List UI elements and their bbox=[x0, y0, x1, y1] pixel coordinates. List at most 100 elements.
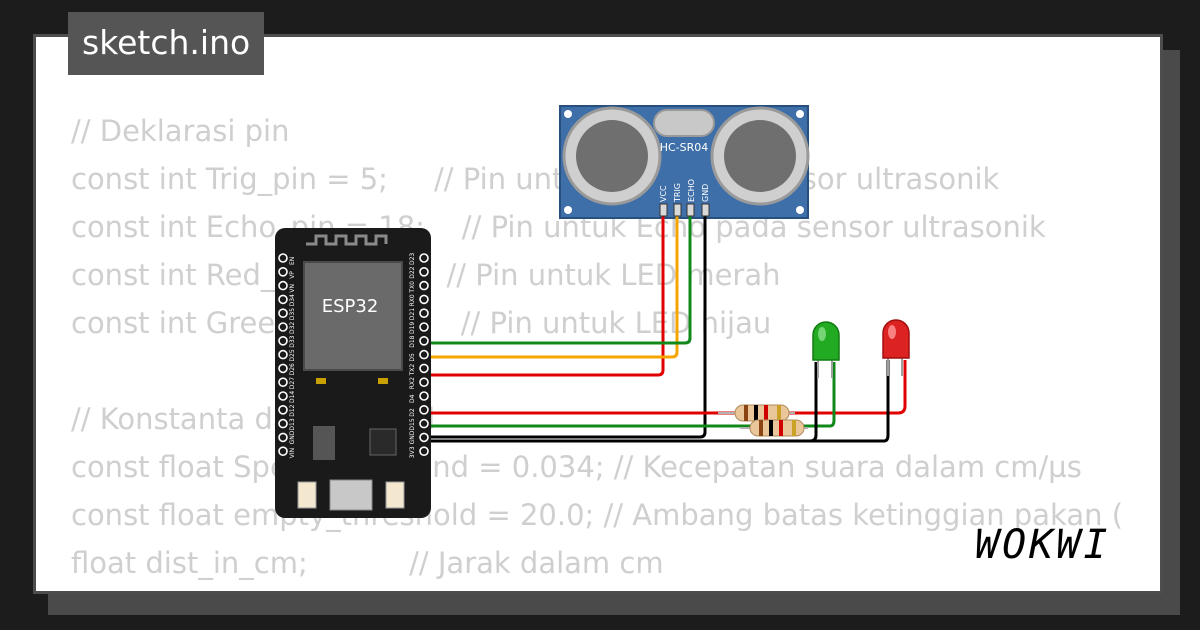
esp32-pin-label: D15 bbox=[409, 418, 416, 430]
esp32-pin-label: EN bbox=[289, 257, 296, 265]
esp32-pin-hole[interactable] bbox=[278, 335, 288, 346]
sensor-pin-label: TRIG bbox=[673, 183, 682, 203]
sketch-tab[interactable]: sketch.ino bbox=[68, 12, 265, 75]
esp32-pin-hole[interactable] bbox=[419, 253, 429, 263]
esp32-board[interactable]: ESP32 ENVPVND34D35D32D33D25D26D27D14D12D… bbox=[275, 228, 431, 518]
wire-gnd[interactable] bbox=[428, 208, 707, 439]
esp32-pin-hole[interactable] bbox=[419, 280, 429, 291]
red-led[interactable] bbox=[882, 319, 910, 376]
esp32-pin-label: D32 bbox=[289, 322, 296, 334]
antenna-trace bbox=[306, 234, 388, 246]
hc-sr04-sensor[interactable]: HC-SR04 VCC TRIG ECHO GND bbox=[559, 105, 810, 219]
esp32-pin-label: D34 bbox=[289, 294, 296, 306]
smd-component bbox=[316, 378, 326, 384]
esp32-pin-hole[interactable] bbox=[419, 294, 429, 305]
esp32-pin-hole[interactable] bbox=[278, 322, 288, 332]
esp32-pin-label: RX0 bbox=[409, 294, 416, 306]
esp32-pin-hole[interactable] bbox=[419, 404, 429, 415]
esp32-pin-hole[interactable] bbox=[278, 349, 288, 360]
usb-chip bbox=[369, 428, 397, 456]
esp32-pin-hole[interactable] bbox=[419, 377, 429, 388]
esp32-pin-hole[interactable] bbox=[419, 308, 429, 319]
transducer-right-mesh bbox=[724, 120, 796, 192]
esp32-pin-hole[interactable] bbox=[419, 322, 429, 332]
esp32-pin-label: D27 bbox=[289, 377, 296, 389]
esp32-pin-label: D19 bbox=[409, 322, 416, 334]
esp32-pin-hole[interactable] bbox=[278, 432, 288, 443]
esp32-pin-label: D2 bbox=[409, 408, 416, 417]
wire-gnd-green-led[interactable] bbox=[428, 362, 818, 443]
esp32-module bbox=[303, 261, 403, 371]
esp32-pin-label: TX0 bbox=[409, 281, 416, 294]
esp32-pin-hole[interactable] bbox=[278, 404, 288, 415]
esp32-pin-hole[interactable] bbox=[278, 363, 288, 374]
esp32-pin-label: D23 bbox=[409, 253, 416, 265]
esp32-pin-label: D35 bbox=[289, 308, 296, 320]
sensor-header-pin bbox=[659, 203, 668, 217]
esp32-pin-hole[interactable] bbox=[419, 266, 429, 277]
esp32-pin-label: 3V3 bbox=[409, 446, 416, 458]
wire-gnd-red-led[interactable] bbox=[428, 360, 890, 443]
esp32-pin-hole[interactable] bbox=[419, 432, 429, 443]
esp32-pin-hole[interactable] bbox=[278, 280, 288, 291]
esp32-pin-hole[interactable] bbox=[419, 363, 429, 374]
resistor-band bbox=[792, 420, 796, 436]
wire-vcc[interactable] bbox=[428, 208, 665, 377]
sensor-pin-label: GND bbox=[701, 184, 710, 202]
sensor-header-pin bbox=[673, 203, 682, 217]
esp32-pin-label: TX2 bbox=[409, 364, 416, 377]
esp32-pin-hole[interactable] bbox=[278, 308, 288, 319]
esp32-pin-hole[interactable] bbox=[419, 391, 429, 401]
wire-red-resistor[interactable] bbox=[788, 360, 907, 415]
esp32-pin-hole[interactable] bbox=[419, 335, 429, 346]
esp32-pin-label: D22 bbox=[409, 266, 416, 278]
esp32-pin-label: D26 bbox=[289, 363, 296, 375]
esp32-pin-hole[interactable] bbox=[278, 418, 288, 429]
sensor-pin-label: VCC bbox=[659, 185, 668, 202]
resistor-1[interactable] bbox=[718, 404, 795, 422]
sensor-header-pin bbox=[686, 203, 695, 217]
green-led[interactable] bbox=[812, 321, 840, 378]
esp32-pin-hole[interactable] bbox=[278, 253, 288, 263]
transducer-left-mesh bbox=[576, 120, 648, 192]
esp32-pin-label: D13 bbox=[289, 418, 296, 430]
esp32-pin-label: D5 bbox=[409, 353, 416, 362]
esp32-pin-hole[interactable] bbox=[419, 349, 429, 360]
wires bbox=[428, 208, 907, 443]
resistor-band bbox=[769, 420, 773, 436]
esp32-pin-hole[interactable] bbox=[419, 446, 429, 457]
sensor-hole bbox=[796, 206, 804, 214]
wire-echo[interactable] bbox=[428, 208, 692, 345]
led-body bbox=[812, 321, 840, 361]
esp32-pin-label: D25 bbox=[289, 349, 296, 361]
esp32-pin-label: RX2 bbox=[409, 377, 416, 389]
esp32-pin-label: D21 bbox=[409, 308, 416, 320]
esp32-pin-label: D4 bbox=[409, 394, 416, 403]
sensor-pin-label: ECHO bbox=[687, 179, 696, 202]
sensor-header-pin bbox=[701, 203, 710, 217]
voltage-regulator bbox=[313, 426, 335, 460]
resistor-band bbox=[764, 405, 768, 421]
esp32-pin-hole[interactable] bbox=[278, 446, 288, 457]
led-shine bbox=[818, 327, 826, 341]
esp32-pin-label: GND bbox=[409, 430, 416, 444]
esp32-pin-hole[interactable] bbox=[419, 418, 429, 429]
wire-trig[interactable] bbox=[428, 208, 679, 359]
esp32-pin-hole[interactable] bbox=[278, 266, 288, 277]
esp32-pin-hole[interactable] bbox=[278, 294, 288, 305]
wire-green-resistor[interactable] bbox=[802, 362, 836, 428]
esp32-pin-label: GND bbox=[289, 430, 296, 444]
sensor-hole bbox=[564, 206, 572, 214]
resistor-band bbox=[777, 405, 781, 421]
smd-component bbox=[378, 378, 388, 384]
reset-button[interactable] bbox=[385, 481, 405, 509]
usb-port[interactable] bbox=[329, 479, 373, 511]
resistor-2[interactable] bbox=[740, 419, 808, 437]
boot-button[interactable] bbox=[297, 481, 317, 509]
esp32-pin-hole[interactable] bbox=[278, 391, 288, 401]
esp32-label: ESP32 bbox=[322, 296, 379, 317]
esp32-pin-hole[interactable] bbox=[278, 377, 288, 388]
esp32-pin-label: D14 bbox=[289, 391, 296, 403]
crystal-oscillator bbox=[653, 109, 715, 137]
